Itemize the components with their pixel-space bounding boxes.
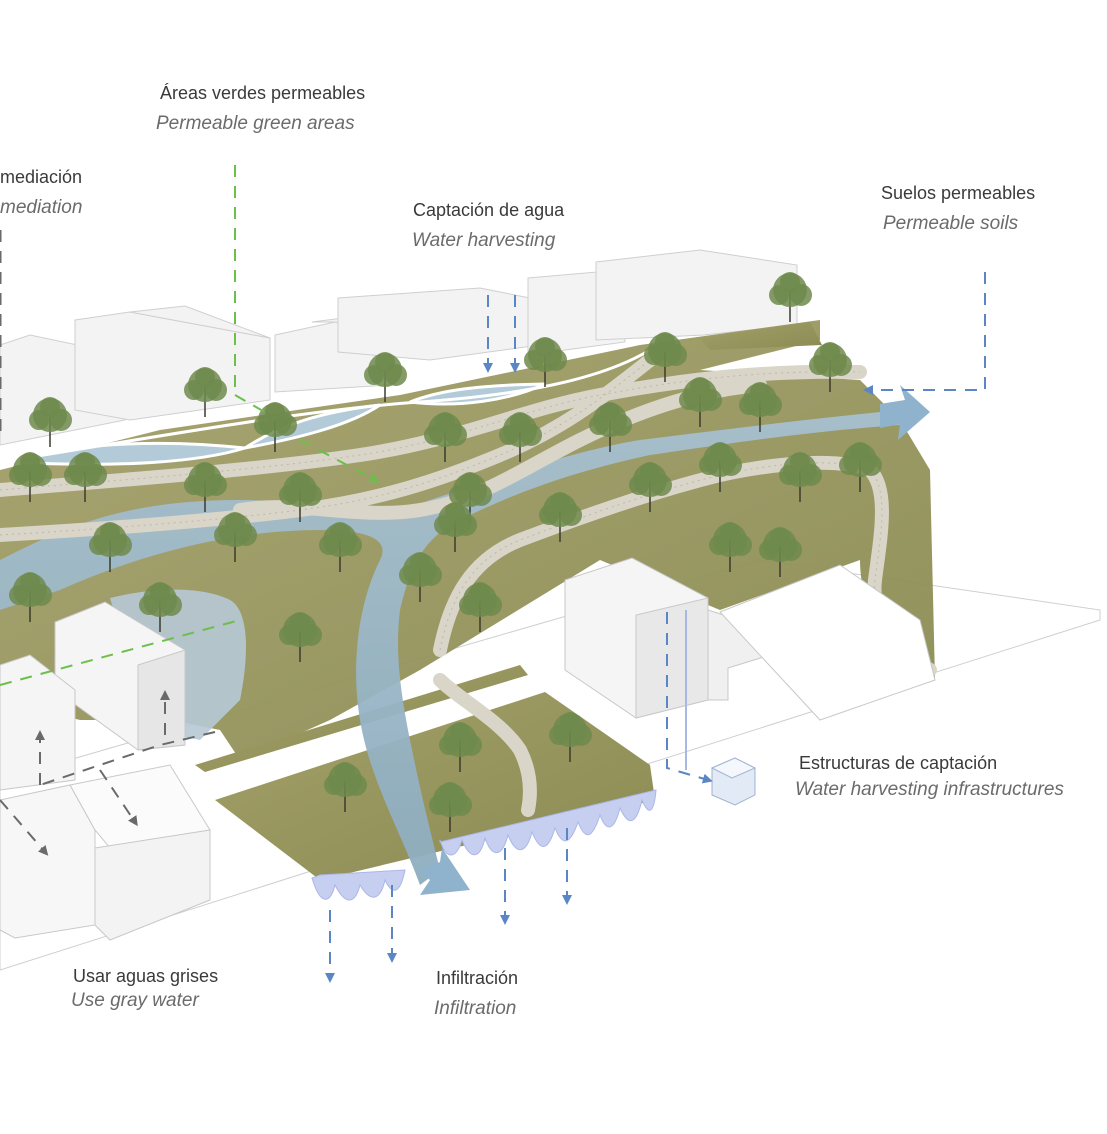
label-infiltration-es: Infiltración bbox=[436, 967, 518, 989]
label-harvesting: Captación de agua Water harvesting bbox=[413, 199, 564, 253]
label-soils: Suelos permeables Permeable soils bbox=[881, 182, 1035, 236]
label-infiltration-en: Infiltration bbox=[434, 997, 518, 1021]
label-green-areas: Áreas verdes permeables Permeable green … bbox=[160, 82, 365, 136]
label-soils-en: Permeable soils bbox=[883, 212, 1035, 236]
label-gray-water-en: Use gray water bbox=[71, 989, 218, 1013]
label-harvesting-en: Water harvesting bbox=[412, 229, 564, 253]
label-structures-es: Estructuras de captación bbox=[799, 752, 1064, 774]
label-structures-en: Water harvesting infrastructures bbox=[795, 778, 1064, 802]
label-gray-water: Usar aguas grises Use gray water bbox=[73, 965, 218, 1013]
label-green-areas-en: Permeable green areas bbox=[156, 112, 365, 136]
label-infiltration: Infiltración Infiltration bbox=[436, 967, 518, 1021]
label-remediation-es: mediación bbox=[0, 166, 82, 188]
label-remediation: mediación mediation bbox=[0, 166, 82, 220]
label-green-areas-es: Áreas verdes permeables bbox=[160, 82, 365, 104]
cistern bbox=[712, 758, 755, 805]
label-structures: Estructuras de captación Water harvestin… bbox=[799, 752, 1064, 802]
label-remediation-en: mediation bbox=[0, 196, 82, 220]
label-gray-water-es: Usar aguas grises bbox=[73, 965, 218, 987]
label-harvesting-es: Captación de agua bbox=[413, 199, 564, 221]
label-soils-es: Suelos permeables bbox=[881, 182, 1035, 204]
